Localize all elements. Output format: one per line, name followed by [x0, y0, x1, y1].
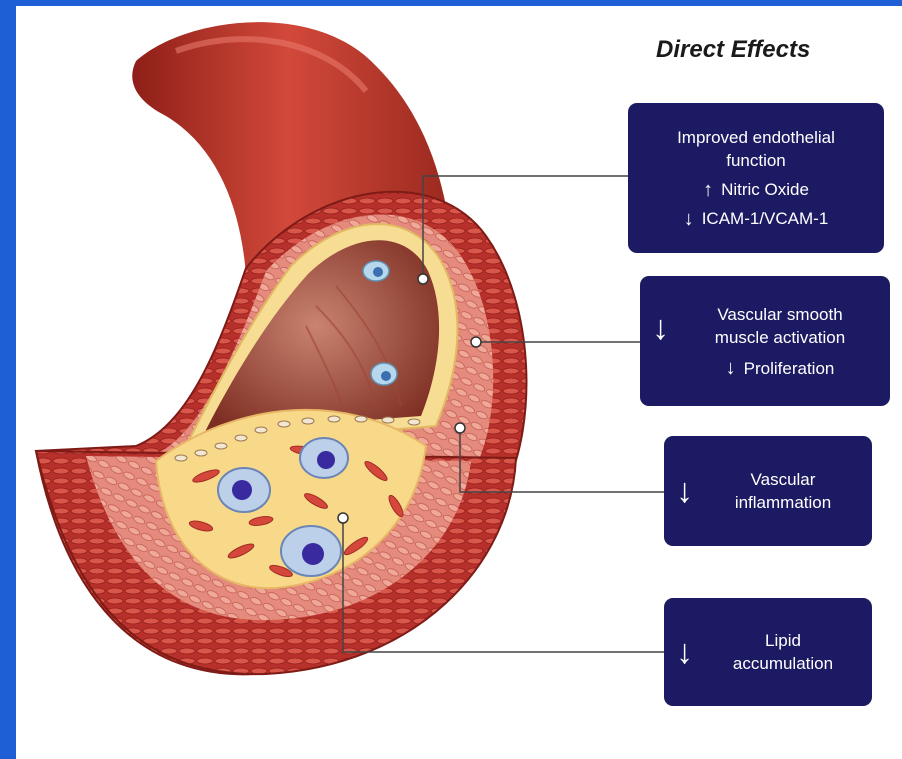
down-arrow-icon: ↓: [676, 635, 693, 669]
box-vascular-inflammation: ↓ Vascular inflammation: [664, 436, 872, 546]
lipid-line1: Lipid: [694, 629, 872, 652]
endothelial-heading-line2: function: [628, 149, 884, 172]
callout-dot-lipid: [338, 513, 348, 523]
figure-title: Direct Effects: [656, 36, 810, 64]
down-arrow-icon: ↓: [676, 474, 693, 508]
endothelial-heading-line1: Improved endothelial: [628, 126, 884, 149]
smooth-muscle-line1: Vascular smooth: [670, 303, 890, 326]
smooth-muscle-item-label: Proliferation: [744, 357, 835, 380]
box-endothelial-function: Improved endothelial function ↑ Nitric O…: [628, 103, 884, 253]
smooth-muscle-line2: muscle activation: [670, 326, 890, 349]
inflammation-line1: Vascular: [694, 468, 872, 491]
lipid-line2: accumulation: [694, 652, 872, 675]
box-lipid-accumulation: ↓ Lipid accumulation: [664, 598, 872, 706]
inflammation-line2: inflammation: [694, 491, 872, 514]
box-smooth-muscle: ↓ Vascular smooth muscle activation ↓ Pr…: [640, 276, 890, 406]
endothelial-item-nitric-oxide: ↑ Nitric Oxide: [628, 178, 884, 201]
figure-canvas: Direct Effects Improved endothelial func…: [16, 6, 902, 759]
endothelial-item1-label: Nitric Oxide: [721, 178, 809, 201]
down-arrow-icon: ↓: [726, 358, 736, 378]
endothelial-item-icam: ↓ ICAM-1/VCAM-1: [628, 207, 884, 230]
callout-dot-inflammation: [455, 423, 465, 433]
up-arrow-icon: ↑: [703, 180, 713, 200]
callout-dot-smooth-muscle: [471, 337, 481, 347]
smooth-muscle-item-proliferation: ↓ Proliferation: [670, 357, 890, 380]
endothelial-item2-label: ICAM-1/VCAM-1: [702, 207, 829, 230]
down-arrow-icon: ↓: [684, 209, 694, 229]
down-arrow-icon: ↓: [652, 311, 669, 345]
callout-dot-endothelial: [418, 274, 428, 284]
